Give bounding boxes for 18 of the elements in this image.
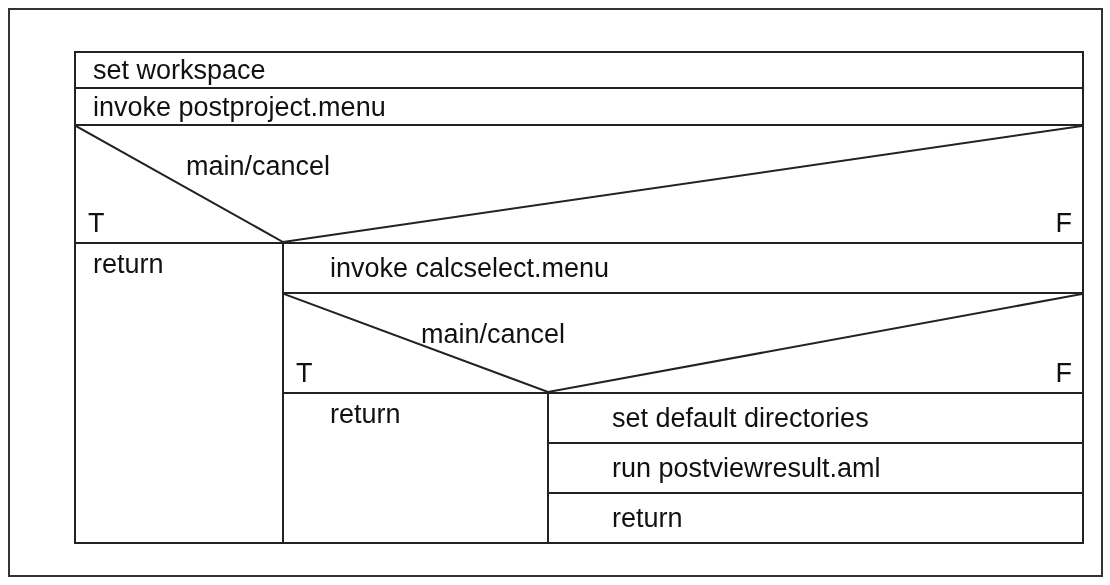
statement-block xyxy=(74,51,1084,89)
statement-text: return xyxy=(612,503,683,533)
branch-label: F xyxy=(1055,358,1072,388)
statement-block xyxy=(74,87,1084,126)
branch-label: T xyxy=(88,208,105,238)
statement-text: invoke calcselect.menu xyxy=(330,253,610,283)
condition-text: main/cancel xyxy=(421,319,566,349)
statement-text: return xyxy=(330,399,401,429)
statement-block xyxy=(74,242,284,544)
statement-text: set workspace xyxy=(93,55,266,85)
statement-block xyxy=(547,492,1084,544)
statement-text: set default directories xyxy=(612,403,869,433)
branch-label: F xyxy=(1055,208,1072,238)
statement-text: return xyxy=(93,249,164,279)
statement-text: run postviewresult.aml xyxy=(612,453,881,483)
branch-label: T xyxy=(296,358,313,388)
statement-text: invoke postproject.menu xyxy=(93,91,386,122)
condition-text: main/cancel xyxy=(186,151,331,181)
